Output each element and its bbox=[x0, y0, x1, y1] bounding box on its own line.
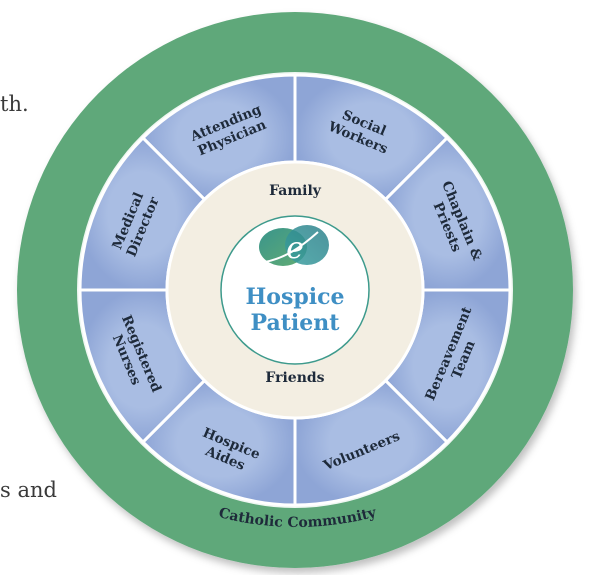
center-title-line2: Patient bbox=[251, 310, 341, 336]
background-text-1: th. bbox=[0, 92, 29, 116]
center-circle bbox=[220, 215, 370, 365]
hospice-logo-icon: e bbox=[259, 225, 329, 266]
background-text-2: s and bbox=[0, 478, 57, 502]
family-label: Family bbox=[269, 183, 322, 199]
friends-label: Friends bbox=[265, 370, 324, 386]
logo-letter: e bbox=[286, 231, 304, 266]
inner-ring-border bbox=[165, 160, 425, 420]
center-title-line1: Hospice bbox=[246, 284, 345, 310]
